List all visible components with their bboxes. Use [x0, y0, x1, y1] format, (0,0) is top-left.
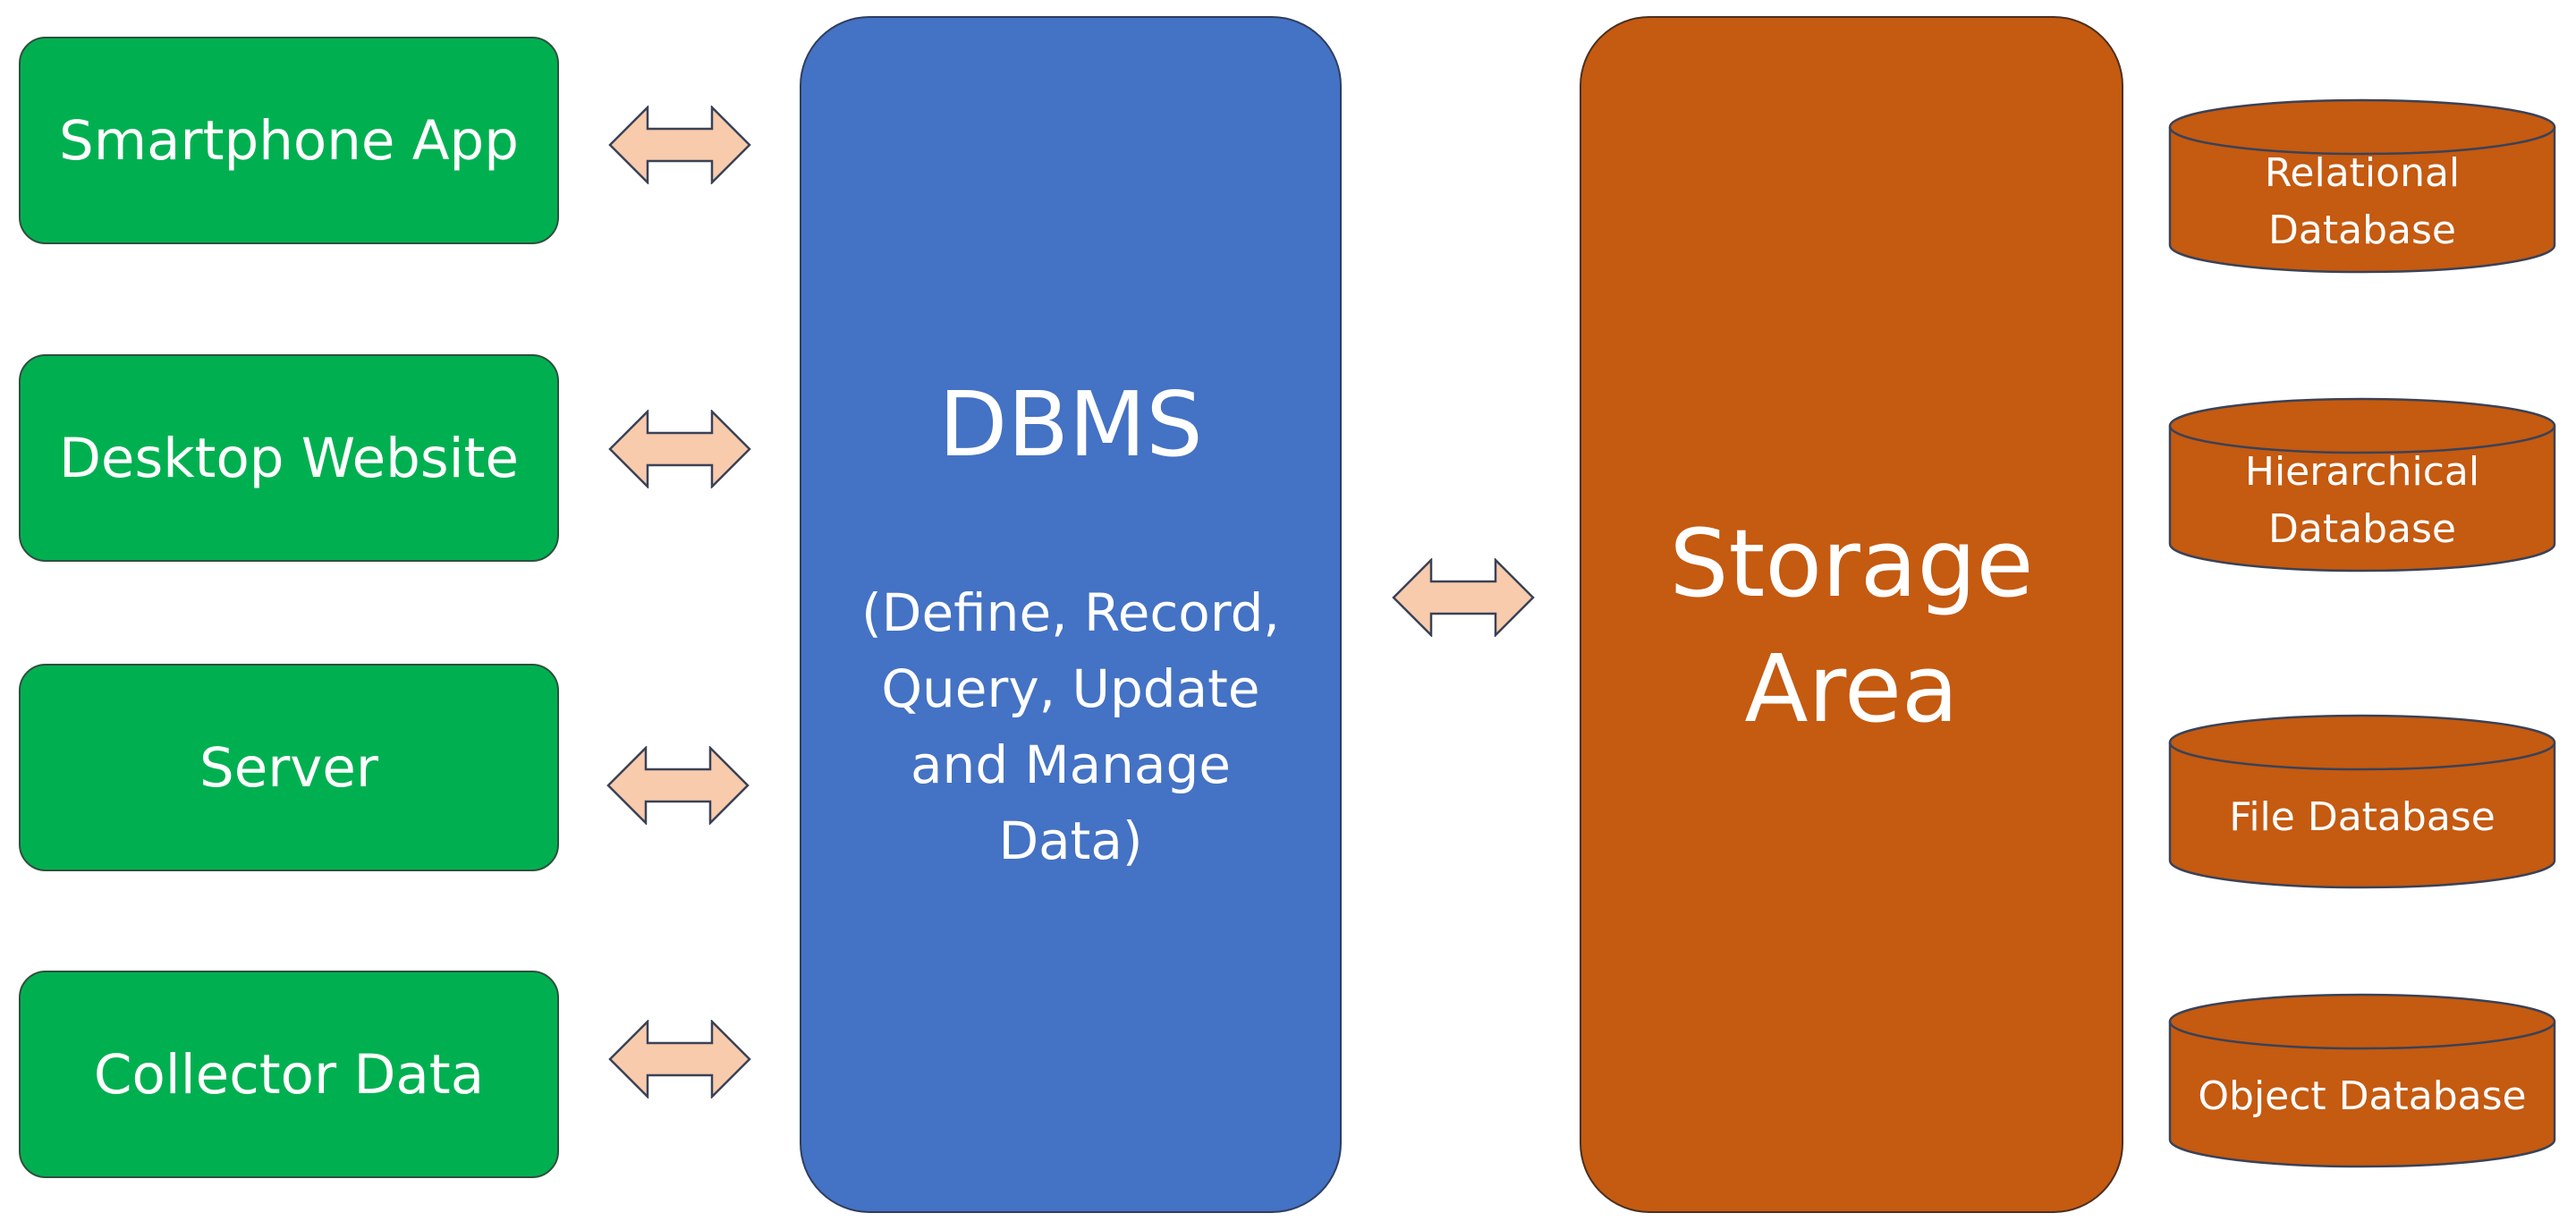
dbms-title: DBMS [938, 372, 1203, 477]
cylinder-icon [2168, 397, 2556, 573]
relational-database-cylinder: Relational Database [2168, 98, 2556, 274]
client-label: Server [199, 735, 379, 800]
double-arrow-icon [1392, 558, 1535, 637]
client-box-collector-data: Collector Data [19, 971, 559, 1178]
client-label: Desktop Website [58, 426, 520, 490]
double-arrow-icon [606, 746, 750, 825]
database-label: Hierarchical Database [2244, 449, 2480, 552]
object-database-cylinder: Object Database [2168, 993, 2556, 1168]
client-box-desktop-website: Desktop Website [19, 354, 559, 562]
storage-title: Storage Area [1669, 509, 2034, 743]
storage-area-block: Storage Area [1580, 16, 2123, 1213]
double-arrow-icon [608, 1020, 751, 1099]
client-box-smartphone-app: Smartphone App [19, 37, 559, 244]
cylinder-icon [2168, 993, 2556, 1168]
cylinder-icon [2168, 98, 2556, 274]
database-label: Object Database [2198, 1073, 2527, 1119]
double-arrow-icon [608, 106, 751, 184]
cylinder-icon [2168, 714, 2556, 889]
client-label: Smartphone App [59, 108, 519, 173]
client-box-server: Server [19, 664, 559, 871]
hierarchical-database-cylinder: Hierarchical Database [2168, 397, 2556, 573]
file-database-cylinder: File Database [2168, 714, 2556, 889]
dbms-block: DBMS (Define, Record, Query, Update and … [800, 16, 1342, 1213]
dbms-description: (Define, Record, Query, Update and Manag… [861, 582, 1280, 871]
client-label: Collector Data [93, 1042, 485, 1107]
database-label: Relational Database [2264, 150, 2461, 253]
double-arrow-icon [608, 410, 751, 488]
database-label: File Database [2229, 794, 2496, 840]
